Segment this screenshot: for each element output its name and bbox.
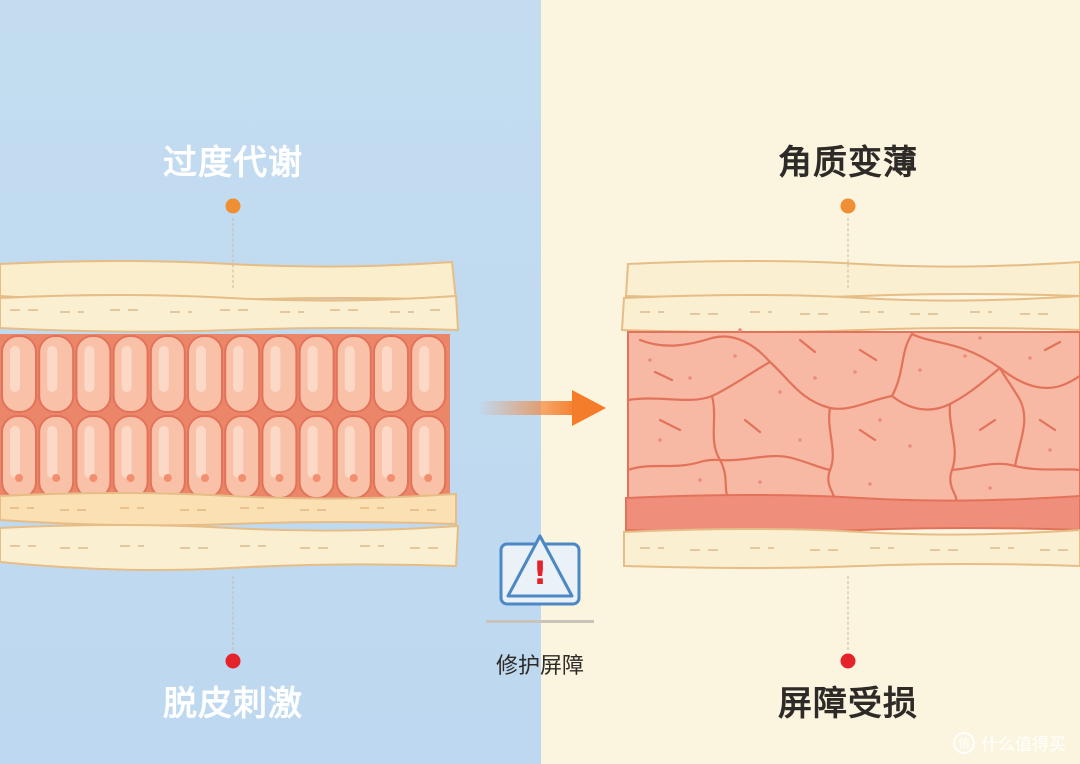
cell-nucleus bbox=[52, 474, 61, 482]
cell-highlight bbox=[196, 346, 206, 392]
cell-highlight bbox=[307, 346, 318, 392]
cell-nucleus bbox=[126, 474, 135, 482]
left-stratum-layer-2 bbox=[0, 294, 460, 333]
cell-nucleus bbox=[163, 474, 172, 482]
cell-nucleus bbox=[89, 474, 98, 482]
left-top-marker-dot bbox=[225, 198, 241, 214]
skin-crack bbox=[890, 332, 914, 398]
right-bottom-marker-dot bbox=[840, 653, 856, 669]
skin-crack bbox=[638, 335, 772, 364]
transition-arrow bbox=[478, 390, 606, 426]
cell-speckle bbox=[868, 482, 872, 486]
cell-speckle bbox=[758, 480, 762, 484]
cell-highlight bbox=[233, 346, 244, 392]
skin-crack bbox=[998, 366, 1026, 468]
cell-speckle bbox=[1048, 448, 1052, 452]
cell-speckle bbox=[878, 418, 882, 422]
cell-highlight bbox=[10, 346, 20, 392]
right-top-leader-line bbox=[847, 218, 849, 288]
cell-speckle bbox=[1028, 356, 1032, 360]
cell-highlight bbox=[307, 426, 318, 478]
cell-nucleus bbox=[424, 474, 433, 482]
cell-highlight bbox=[419, 426, 430, 478]
watermark-logo-icon: 值 bbox=[953, 731, 975, 754]
warning-exclamation: ! bbox=[532, 554, 548, 592]
skin-crack bbox=[718, 454, 832, 472]
cell-highlight bbox=[419, 346, 430, 392]
skin-crack bbox=[658, 418, 1057, 442]
cell-speckle bbox=[918, 368, 922, 372]
cell-highlight bbox=[10, 426, 20, 478]
cell-speckle bbox=[778, 390, 782, 394]
cell-speckle bbox=[738, 328, 742, 332]
cell-highlight bbox=[47, 346, 58, 392]
cell-highlight bbox=[382, 346, 392, 392]
cell-nucleus bbox=[238, 474, 247, 482]
repair-barrier-caption: 修护屏障 bbox=[495, 654, 585, 679]
cell-speckle bbox=[798, 438, 802, 442]
cell-highlight bbox=[158, 346, 169, 392]
skin-crack bbox=[910, 332, 1002, 370]
cell-nucleus bbox=[312, 474, 321, 482]
right-crack-network bbox=[626, 328, 1080, 502]
cell-speckle bbox=[988, 486, 992, 490]
skin-crack bbox=[653, 338, 1062, 382]
left-top-leader-line bbox=[232, 218, 234, 288]
right-bottom-label: 屏障受损 bbox=[778, 684, 918, 724]
left-top-label: 过度代谢 bbox=[163, 143, 303, 183]
cell-highlight bbox=[233, 426, 244, 478]
cell-highlight bbox=[382, 426, 392, 478]
cell-highlight bbox=[196, 426, 206, 478]
cell-nucleus bbox=[201, 474, 209, 482]
right-top-stratum-layer bbox=[624, 260, 1080, 299]
cell-highlight bbox=[270, 426, 281, 478]
left-bottom-leader-line bbox=[232, 576, 234, 650]
cell-nucleus bbox=[15, 474, 23, 482]
cell-speckle bbox=[688, 376, 692, 380]
warning-icon bbox=[486, 534, 594, 623]
healthy-skin-structure bbox=[0, 260, 460, 571]
watermark-text: 什么值得买 bbox=[981, 735, 1066, 755]
cell-highlight bbox=[158, 426, 169, 478]
cell-speckle bbox=[658, 438, 662, 442]
cell-nucleus bbox=[275, 474, 284, 482]
cell-speckle bbox=[853, 370, 857, 374]
cell-highlight bbox=[121, 346, 132, 392]
right-bottom-leader-line bbox=[847, 576, 849, 650]
left-bottom-label: 脱皮刺激 bbox=[163, 684, 303, 724]
right-bottom-layer bbox=[623, 528, 1080, 569]
left-bottom-layer bbox=[0, 524, 460, 571]
right-cracked-cell-layer bbox=[627, 331, 1080, 503]
right-top-marker-dot bbox=[840, 198, 856, 214]
skin-crack bbox=[626, 458, 722, 472]
cell-nucleus bbox=[387, 474, 395, 482]
cell-speckle bbox=[908, 444, 912, 448]
cell-highlight bbox=[121, 426, 132, 478]
cell-highlight bbox=[84, 426, 95, 478]
cell-highlight bbox=[344, 346, 355, 392]
right-inflamed-layer bbox=[625, 494, 1080, 533]
cell-highlight bbox=[270, 346, 281, 392]
cell-speckle bbox=[813, 376, 817, 380]
cell-speckle bbox=[648, 358, 652, 362]
skin-crack bbox=[998, 366, 1080, 390]
cell-highlight bbox=[47, 426, 58, 478]
cell-highlight bbox=[344, 426, 355, 478]
damaged-skin-structure bbox=[620, 260, 1080, 569]
cell-speckle bbox=[733, 354, 737, 358]
cell-highlight bbox=[84, 346, 95, 392]
cell-speckle bbox=[963, 354, 967, 358]
left-cell-grid bbox=[1, 335, 447, 499]
left-bottom-marker-dot bbox=[225, 653, 241, 669]
cell-speckle bbox=[698, 478, 702, 482]
cell-nucleus bbox=[349, 474, 358, 482]
watermark: 值 什么值得买 bbox=[953, 730, 1066, 755]
right-top-label: 角质变薄 bbox=[778, 143, 918, 183]
cell-speckle bbox=[978, 336, 982, 340]
